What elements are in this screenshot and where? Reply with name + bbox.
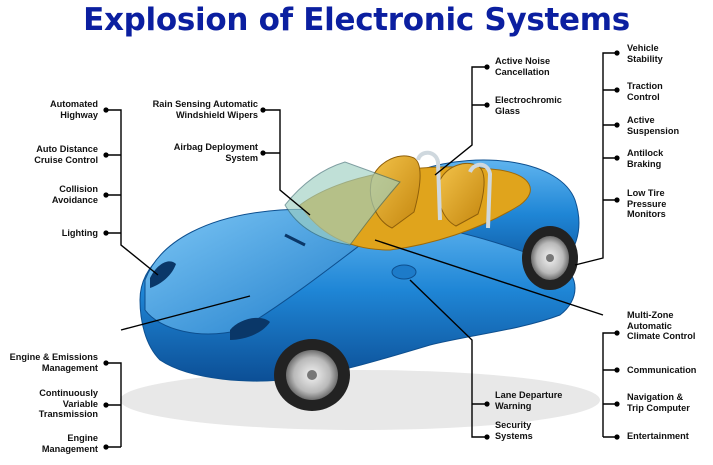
label-airbag-deployment: Airbag Deployment System bbox=[173, 142, 258, 163]
car-roll-bar bbox=[416, 150, 442, 221]
connector-dots bbox=[103, 50, 620, 450]
label-traction-control: Traction Control bbox=[627, 81, 663, 102]
car-hood-vent bbox=[284, 233, 306, 247]
connector-lane-security bbox=[409, 279, 487, 438]
car-roll-bar bbox=[468, 162, 493, 229]
label-security-systems: Security Systems bbox=[495, 420, 533, 441]
connector-wipers-airbag bbox=[263, 109, 311, 216]
label-active-noise-cancellation: Active Noise Cancellation bbox=[495, 56, 551, 77]
car-seat-passenger bbox=[437, 163, 485, 227]
label-antilock-braking: Antilock Braking bbox=[627, 148, 664, 169]
label-multizone-climate-control: Multi-Zone Automatic Climate Control bbox=[627, 310, 696, 341]
label-navigation-trip-computer: Navigation & Trip Computer bbox=[627, 392, 690, 413]
car-shadow bbox=[120, 370, 600, 430]
label-continuously-variable-transmission: Continuously Variable Transmission bbox=[38, 388, 98, 419]
car-wheel-rear bbox=[522, 226, 578, 290]
diagram-title: Explosion of Electronic Systems bbox=[83, 2, 630, 38]
connector-left-bottom bbox=[106, 295, 251, 448]
label-engine-emissions: Engine & Emissions Management bbox=[9, 352, 98, 373]
label-collision-avoidance: Collision Avoidance bbox=[51, 184, 98, 205]
car-windshield bbox=[284, 161, 401, 246]
connector-lines bbox=[106, 52, 617, 448]
car-mirror bbox=[391, 264, 417, 280]
label-low-tire-pressure-monitors: Low Tire Pressure Monitors bbox=[627, 188, 667, 219]
label-entertainment: Entertainment bbox=[627, 431, 689, 441]
label-automated-highway: Automated Highway bbox=[50, 99, 98, 120]
label-lane-departure-warning: Lane Departure Warning bbox=[495, 390, 563, 411]
label-electrochromic-glass: Electrochromic Glass bbox=[495, 95, 562, 116]
connector-left-top bbox=[106, 109, 159, 276]
connector-active-noise bbox=[434, 66, 487, 176]
connector-right-top bbox=[574, 52, 617, 266]
connector-right-bottom bbox=[374, 239, 617, 438]
label-auto-distance-cruise-control: Auto Distance Cruise Control bbox=[34, 144, 98, 165]
label-lighting: Lighting bbox=[61, 228, 98, 238]
car-wheel-front bbox=[274, 339, 350, 411]
label-communication: Communication bbox=[627, 365, 697, 375]
label-vehicle-stability: Vehicle Stability bbox=[627, 43, 663, 64]
car-headlight bbox=[230, 317, 270, 340]
label-rain-sensing-wipers: Rain Sensing Automatic Windshield Wipers bbox=[152, 99, 258, 120]
car-headlight bbox=[150, 261, 176, 288]
label-active-suspension: Active Suspension bbox=[627, 115, 680, 136]
label-engine-management: Engine Management bbox=[41, 433, 98, 454]
